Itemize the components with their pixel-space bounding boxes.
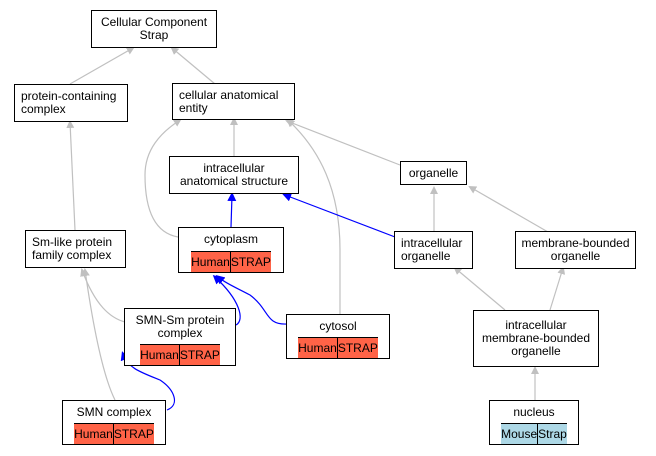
gene-tag: STRAP — [336, 338, 378, 358]
node-nucleus[interactable]: nucleus Mouse Strap — [489, 400, 579, 445]
edge-mbo-to-org — [468, 186, 549, 233]
edge-cae-to-ccs — [170, 46, 216, 85]
edge-cyt-partof-ias — [227, 192, 237, 228]
species-tag: Human — [191, 252, 230, 272]
node-smn-complex[interactable]: SMN complex Human STRAP — [62, 400, 166, 445]
edge-smnsm-to-sml — [80, 268, 126, 323]
node-organelle[interactable]: organelle — [400, 161, 467, 185]
edge-pcc-to-ccs — [69, 47, 135, 85]
edge-cyt-to-cae — [144, 118, 182, 238]
gene-tag: Strap — [537, 424, 567, 444]
edge-imbo-to-io — [453, 266, 506, 311]
edge-org-to-cae — [285, 119, 401, 166]
gene-tag: STRAP — [229, 252, 271, 272]
gene-tag: STRAP — [178, 345, 220, 365]
edge-io-partof-ias — [282, 192, 396, 238]
gene-tag: STRAP — [112, 424, 154, 444]
edge-cytosol-partof-cyt — [215, 275, 288, 325]
edge-sml-to-pcc — [66, 120, 76, 231]
node-cytosol[interactable]: cytosol Human STRAP — [286, 314, 390, 359]
species-tag: Human — [298, 338, 337, 358]
species-tag: Human — [74, 424, 113, 444]
species-tag: Mouse — [501, 424, 538, 444]
edge-imbo-to-mbo — [549, 266, 566, 311]
edge-smn-to-sml — [81, 268, 116, 401]
node-cytoplasm[interactable]: cytoplasm Human STRAP — [178, 227, 284, 273]
species-tag: Human — [140, 345, 179, 365]
edge-cytosol-to-cae — [286, 118, 341, 314]
